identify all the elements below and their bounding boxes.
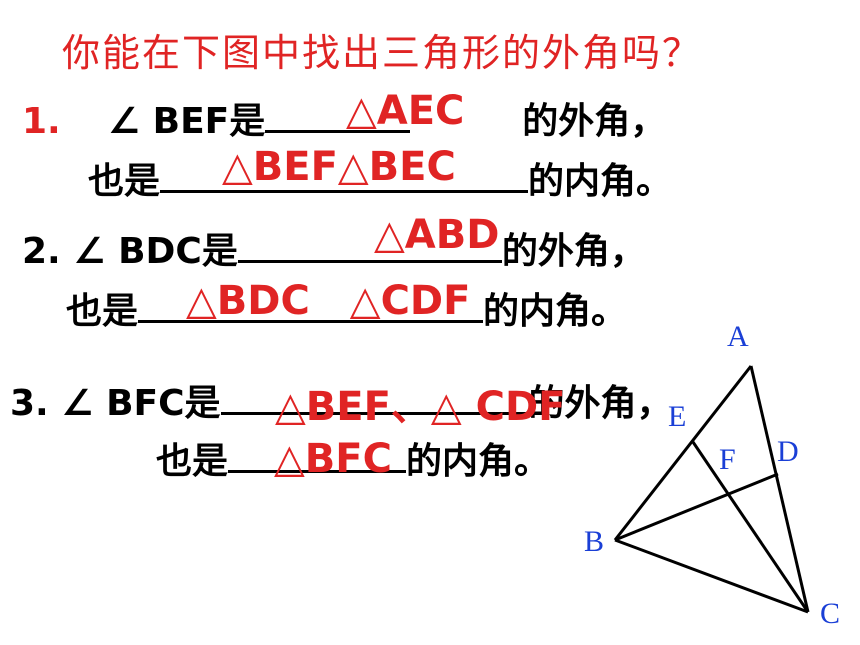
point-label-e: E	[668, 400, 687, 433]
page-title: 你能在下图中找出三角形的外角吗？	[62, 31, 703, 75]
question-2-number: 2.	[22, 231, 61, 272]
question-2-suffix-1: 的外角，	[501, 231, 646, 272]
question-2-suffix-2: 的内角。	[483, 291, 628, 332]
question-3-answer-2: △BFC	[274, 436, 392, 482]
question-3-prefix: ∠ BFC是	[61, 383, 221, 424]
question-3-answer-1: △BEF、△ CDF	[275, 384, 566, 430]
question-3-suffix-2: 的内角。	[406, 441, 551, 482]
question-1-answer-1: △AEC	[346, 88, 465, 134]
point-label-c: C	[820, 597, 841, 630]
question-1-line-1: 1. ∠ BEF是 的外角，	[22, 92, 666, 144]
question-1-line-2-prefix: 也是	[88, 161, 161, 202]
point-label-b: B	[584, 525, 605, 558]
question-2-answer-2: △BDC △CDF	[186, 278, 471, 324]
question-1-blank-1	[265, 94, 411, 133]
question-2-blank-2	[138, 284, 484, 323]
segment-ac	[749, 365, 810, 613]
question-3-number: 3.	[10, 383, 49, 424]
question-3-line-2-prefix: 也是	[156, 441, 229, 482]
question-1-blank-2	[160, 154, 529, 193]
question-3-blank-2	[228, 434, 407, 473]
question-1-line-2: 也是 的内角。	[88, 152, 672, 204]
question-2-answer-1: △ABD	[374, 212, 500, 258]
question-1-prefix: ∠ BEF是	[107, 101, 266, 142]
question-2-line-1: 2. ∠ BDC是 的外角，	[22, 222, 646, 274]
question-2-prefix: ∠ BDC是	[73, 231, 238, 272]
question-1-number: 1.	[22, 101, 61, 142]
point-label-f: F	[719, 443, 736, 476]
question-2-blank-1	[237, 224, 502, 263]
segment-bc	[614, 538, 809, 614]
question-1-suffix-2: 的内角。	[528, 161, 673, 202]
point-label-d: D	[777, 435, 799, 468]
question-3-blank-1	[220, 376, 529, 415]
segment-ab	[613, 365, 753, 541]
point-label-a: A	[727, 320, 749, 353]
question-1-answer-2: △BEF△BEC	[222, 144, 456, 190]
question-3-suffix-1: 的外角，	[528, 383, 673, 424]
question-1-suffix-1: 的外角，	[522, 101, 667, 142]
question-2-line-2-prefix: 也是	[66, 291, 139, 332]
question-3-line-1: 3. ∠ BFC是 的外角，	[10, 374, 673, 426]
segment-ce	[691, 441, 810, 613]
segment-bd	[614, 472, 779, 542]
question-3-line-2: 也是 的内角。	[156, 432, 550, 484]
question-2-line-2: 也是 的内角。	[66, 282, 627, 334]
